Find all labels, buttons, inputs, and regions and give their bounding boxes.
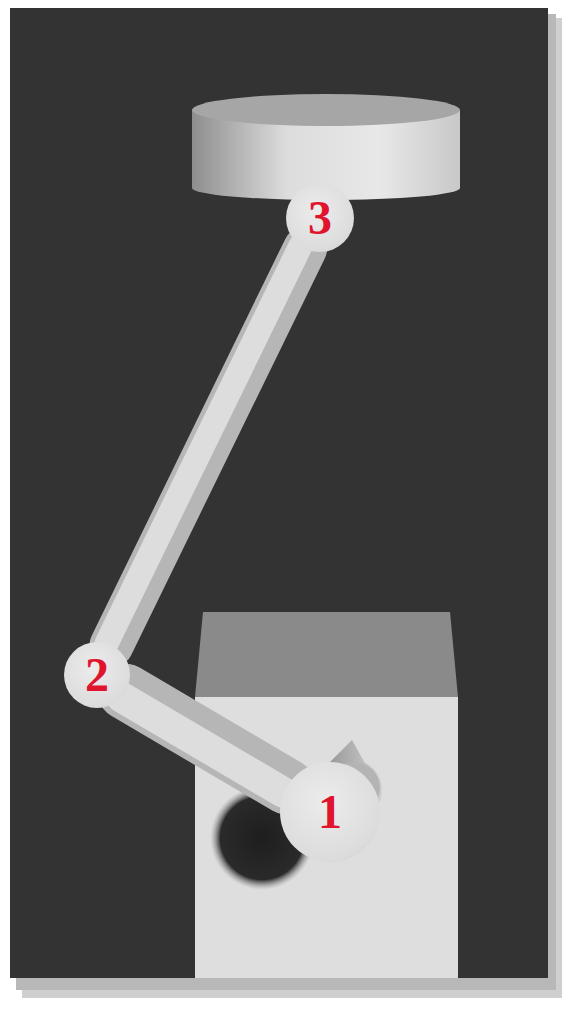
joint-circle: 1 [280,762,380,862]
link-axis [111,249,305,646]
background-panel [10,8,548,978]
arm-link [107,246,305,645]
callout-number: 1 [318,788,342,836]
arm-link [122,692,287,793]
joint-circle: 2 [64,642,130,708]
base-top [195,612,458,697]
callout-number: 3 [308,194,332,242]
callout-number: 2 [85,651,109,699]
link-highlight [122,698,283,793]
end-effector-top [192,94,460,126]
link-axis [125,692,286,787]
link-highlight [107,246,301,643]
joint-circle: 3 [286,184,354,252]
